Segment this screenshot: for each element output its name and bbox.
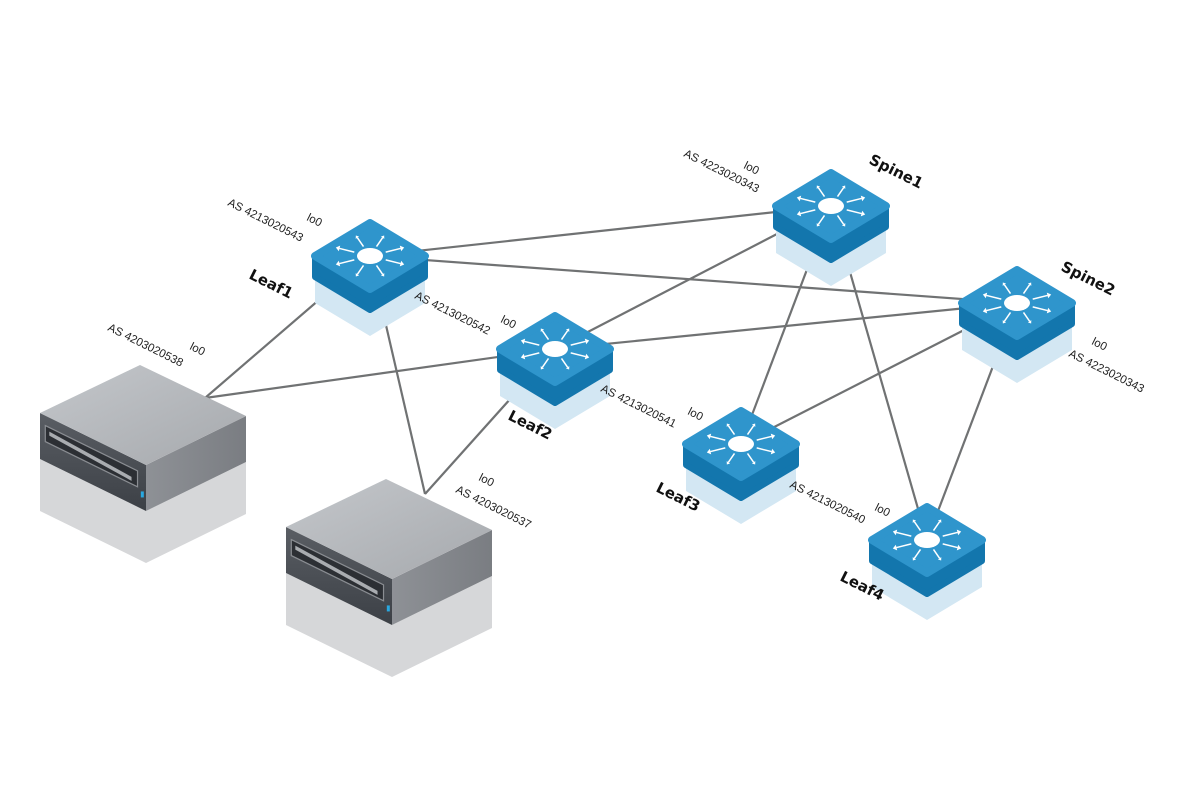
server1-asn-label: AS 4203020538 (106, 322, 185, 370)
link-leaf1-spine1 (369, 204, 832, 258)
leaf3-shadow (686, 465, 796, 524)
devices-layer (40, 169, 1076, 677)
leaf1-hub (357, 248, 383, 264)
leaf1-lo-label: lo0 (305, 212, 324, 230)
leaf4-hub (914, 532, 940, 548)
leaf1-shadow (315, 277, 425, 336)
server2-rack-server-icon[interactable] (286, 479, 492, 677)
leaf1-asn-label: AS 4213020543 (226, 197, 305, 245)
leaf1-network-switch-icon[interactable] (311, 219, 429, 336)
server2-side (392, 530, 492, 625)
spine2-network-switch-icon[interactable] (958, 266, 1076, 383)
server1-shadow (40, 459, 246, 563)
server1-rack-server-icon[interactable] (40, 365, 246, 563)
server1-lo-label: lo0 (188, 341, 207, 359)
leaf3-arrows-icon (706, 423, 776, 465)
server2-top (286, 479, 492, 579)
leaf3-asn-label: AS 4213020541 (599, 383, 678, 431)
spine1-network-switch-icon[interactable] (772, 169, 890, 286)
leaf2-asn-label: AS 4213020542 (413, 290, 492, 338)
leaf4-shadow (872, 561, 982, 620)
leaf4-arrows-icon (892, 519, 962, 561)
leaf4-network-switch-icon[interactable] (868, 503, 986, 620)
leaf3-lo-label: lo0 (686, 406, 705, 424)
leaf3-hub (728, 436, 754, 452)
leaf1-arrows-icon (335, 235, 405, 277)
server2-drive-handle (295, 545, 378, 595)
leaf2-lo-label: lo0 (499, 314, 518, 332)
leaf2-shadow (500, 370, 610, 429)
spine2-lo-label: lo0 (1090, 336, 1109, 354)
server1-drive-handle (49, 431, 132, 481)
link-leaf2-server1 (204, 347, 556, 400)
spine2-hub (1004, 295, 1030, 311)
leaf1-name-label: Leaf1 (246, 265, 296, 302)
server1-side (146, 416, 246, 511)
spine1-arrows-icon (796, 185, 866, 227)
spine2-shadow (962, 324, 1072, 383)
server2-status-led (386, 605, 390, 612)
spine1-shadow (776, 227, 886, 286)
server1-status-led (140, 491, 144, 498)
leaf2-network-switch-icon[interactable] (496, 312, 614, 429)
leaf3-network-switch-icon[interactable] (682, 407, 800, 524)
leaf2-hub (542, 341, 568, 357)
spine1-lo-label: lo0 (742, 160, 761, 178)
spine2-name-label: Spine2 (1058, 257, 1118, 299)
leaf4-lo-label: lo0 (873, 502, 892, 520)
leaf2-arrows-icon (520, 328, 590, 370)
spine1-name-label: Spine1 (866, 150, 926, 192)
leaf4-asn-label: AS 4213020540 (788, 479, 867, 527)
server1-top (40, 365, 246, 465)
spine1-hub (818, 198, 844, 214)
spine2-arrows-icon (982, 282, 1052, 324)
server2-lo-label: lo0 (477, 472, 496, 490)
link-leaf1-spine2 (369, 254, 1018, 305)
spine2-asn-label: AS 4223020343 (1067, 348, 1146, 396)
server2-shadow (286, 573, 492, 677)
